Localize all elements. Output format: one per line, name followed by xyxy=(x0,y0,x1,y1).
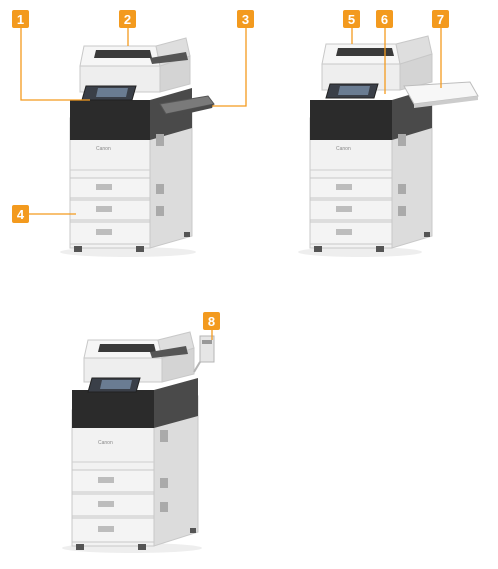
callout-1: 1 xyxy=(12,10,29,28)
callout-8: 8 xyxy=(203,312,220,330)
leader-lines xyxy=(20,26,442,340)
printer-c-brand-logo: Canon xyxy=(98,440,113,446)
callout-6: 6 xyxy=(376,10,393,28)
printer-b: Canon xyxy=(298,35,479,257)
callout-7: 7 xyxy=(432,10,449,28)
callout-5: 5 xyxy=(343,10,360,28)
printer-b-brand-logo: Canon xyxy=(336,146,351,152)
printer-a-brand-logo: Canon xyxy=(96,146,111,152)
printer-c: Canon xyxy=(62,331,215,553)
leader-line-3 xyxy=(212,26,247,107)
callout-4: 4 xyxy=(12,205,29,223)
callout-3: 3 xyxy=(237,10,254,28)
callout-2: 2 xyxy=(119,10,136,28)
leader-line-1 xyxy=(20,26,90,101)
printer-a: Canon xyxy=(60,37,215,257)
